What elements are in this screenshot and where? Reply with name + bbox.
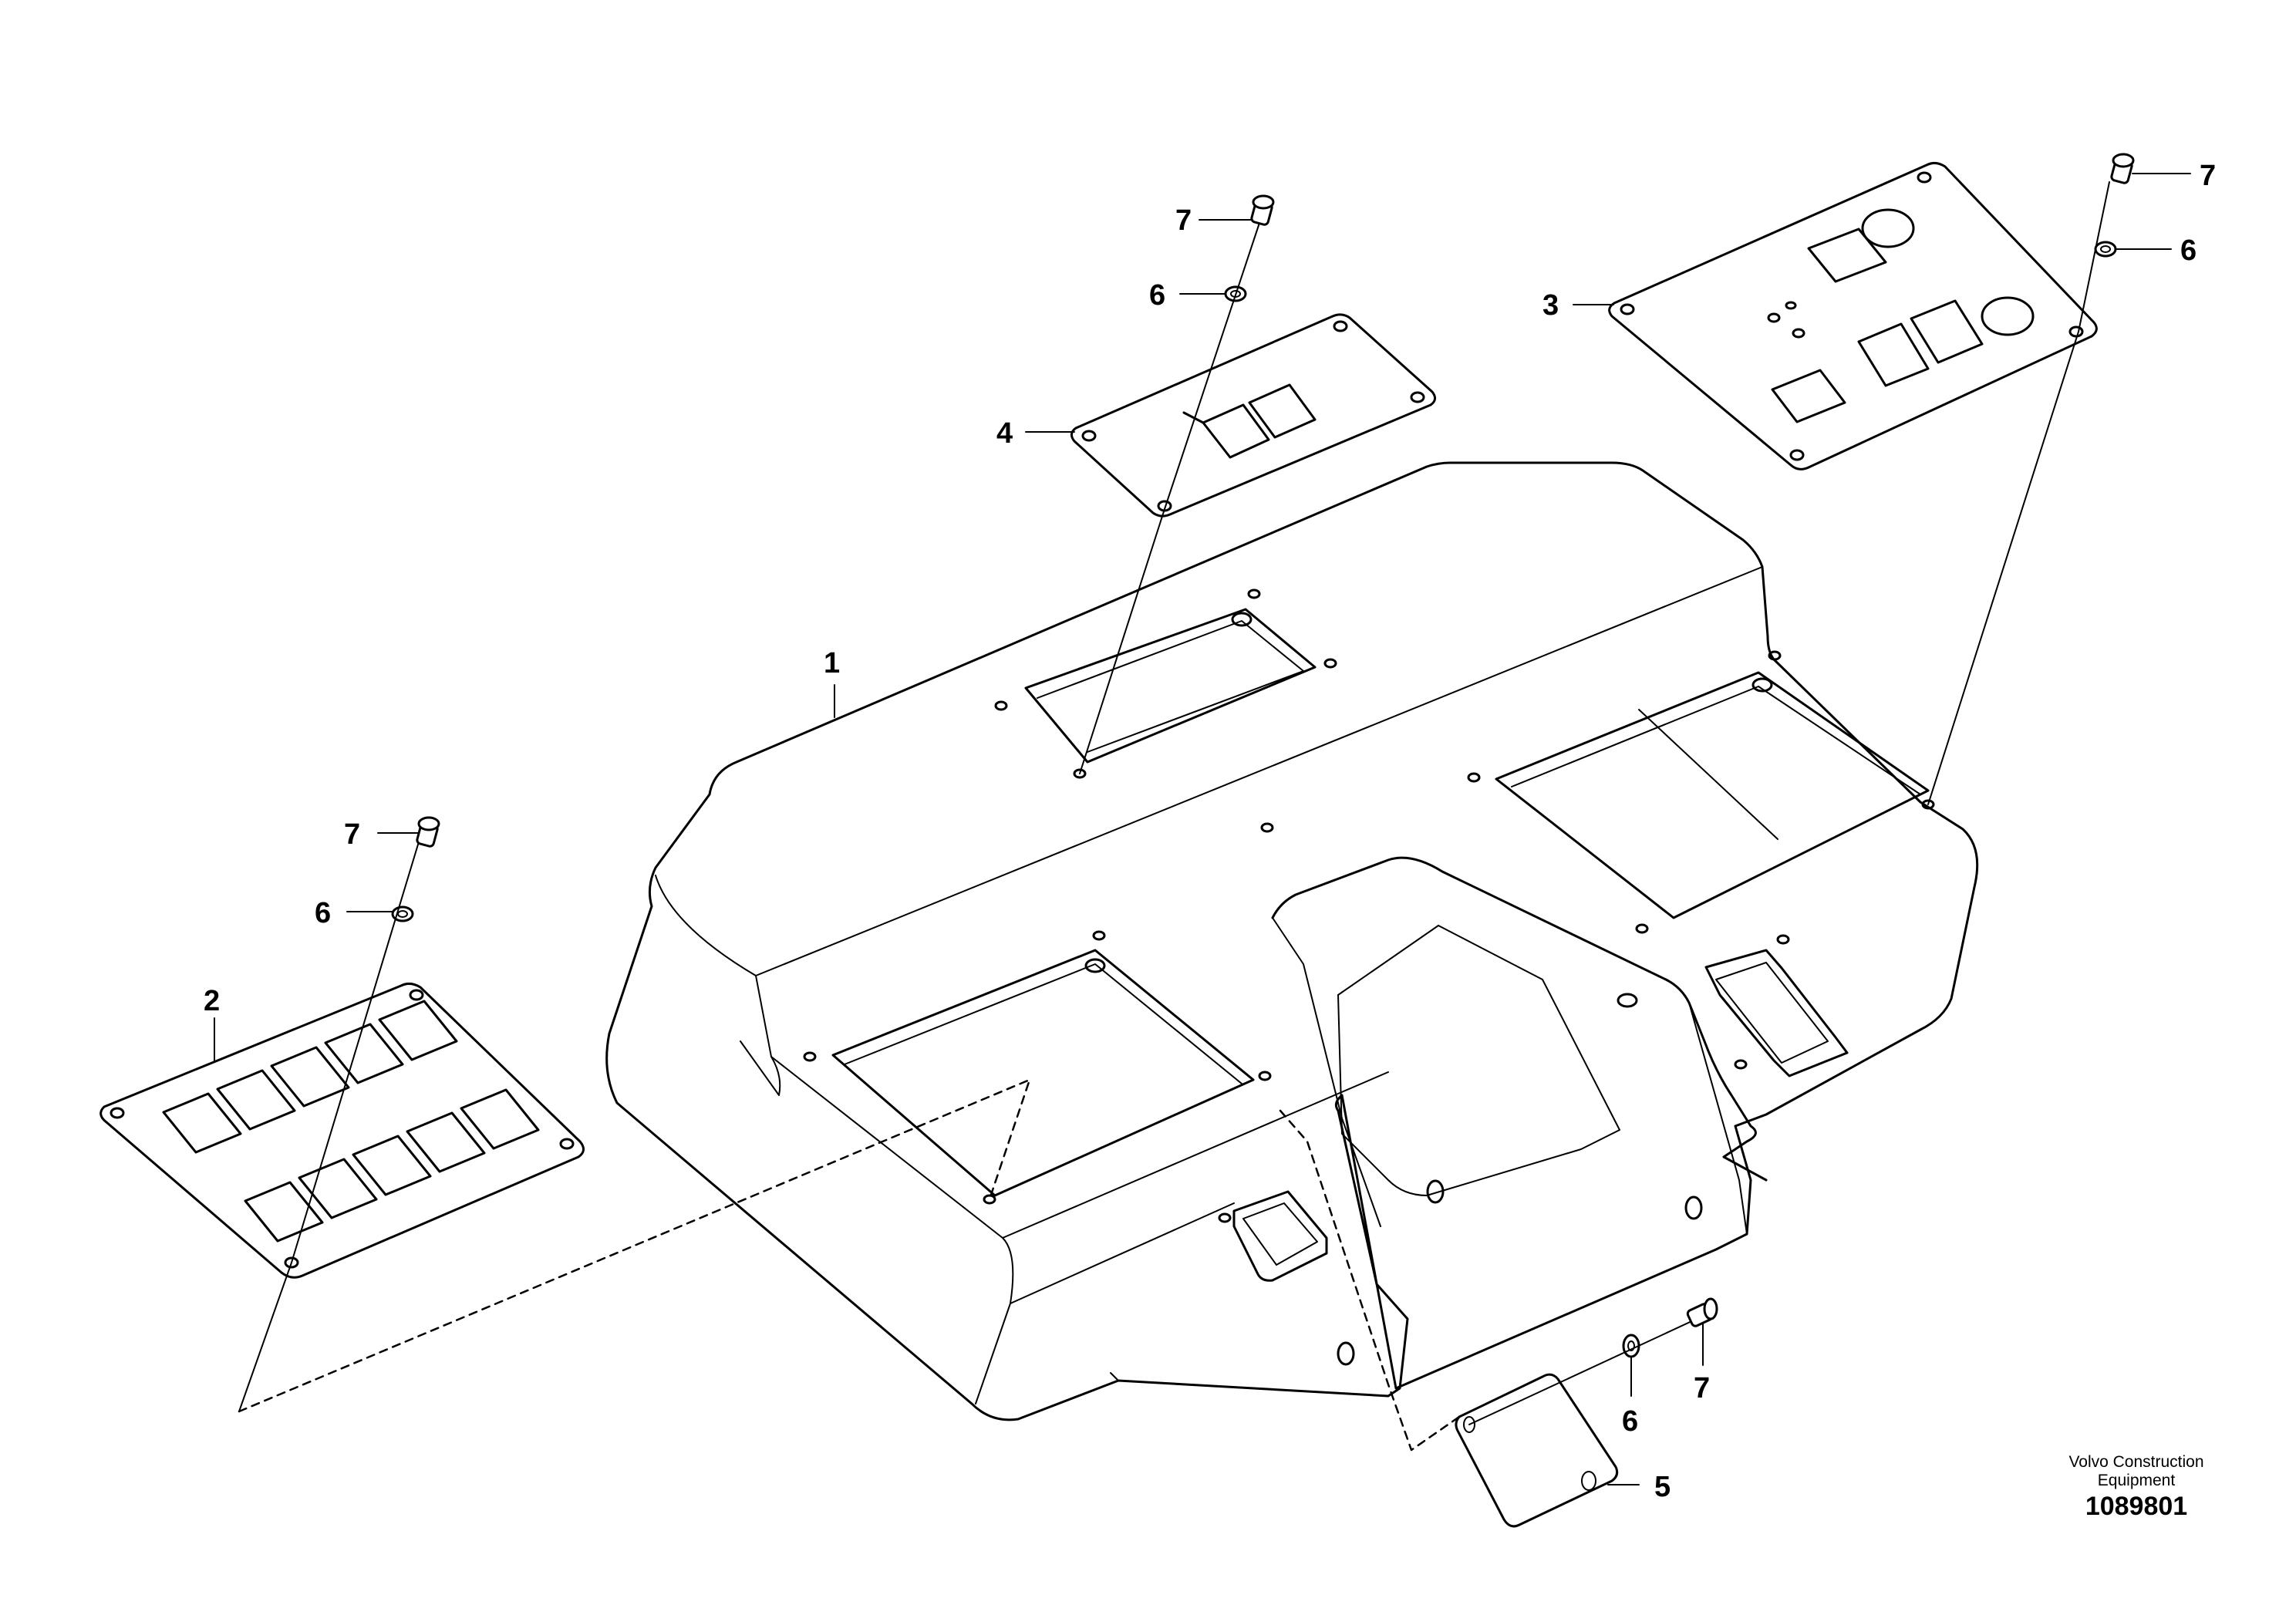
washer-icon [2094,241,2117,258]
callout-screw: 7 [1694,1372,1710,1404]
main-panel [605,461,1979,1421]
washer-icon [391,905,414,922]
washer-icon [1622,1334,1640,1358]
callout-washer: 6 [2180,234,2197,267]
publisher-credit-line1: Volvo Construction [2068,1453,2204,1471]
callout-screw: 7 [1175,204,1192,237]
screw-icon [1250,194,1275,226]
leader-lines [214,173,2191,1485]
callout-washer: 6 [1149,279,1165,312]
callout-part-2: 2 [204,985,220,1017]
callout-washer: 6 [315,897,331,929]
callout-screw: 7 [2200,160,2216,192]
callout-part-3: 3 [1542,289,1559,322]
switch-plate-small [1070,313,1436,518]
callout-washer: 6 [1622,1405,1638,1438]
cover-plate [1455,1373,1619,1528]
callout-part-1: 1 [824,647,840,679]
screw-icon [1686,1297,1718,1327]
screw-icon [2110,153,2135,184]
callout-part-4: 4 [996,417,1013,450]
drawing-number: 1089801 [2085,1492,2188,1521]
screw-icon [416,816,440,848]
switch-plate-large [99,982,585,1279]
instrument-plate [1608,161,2098,470]
callout-part-5: 5 [1654,1471,1671,1503]
publisher-credit-line2: Equipment [2097,1472,2176,1489]
callout-screw: 7 [344,818,360,851]
assembly-lines [238,181,2110,1452]
